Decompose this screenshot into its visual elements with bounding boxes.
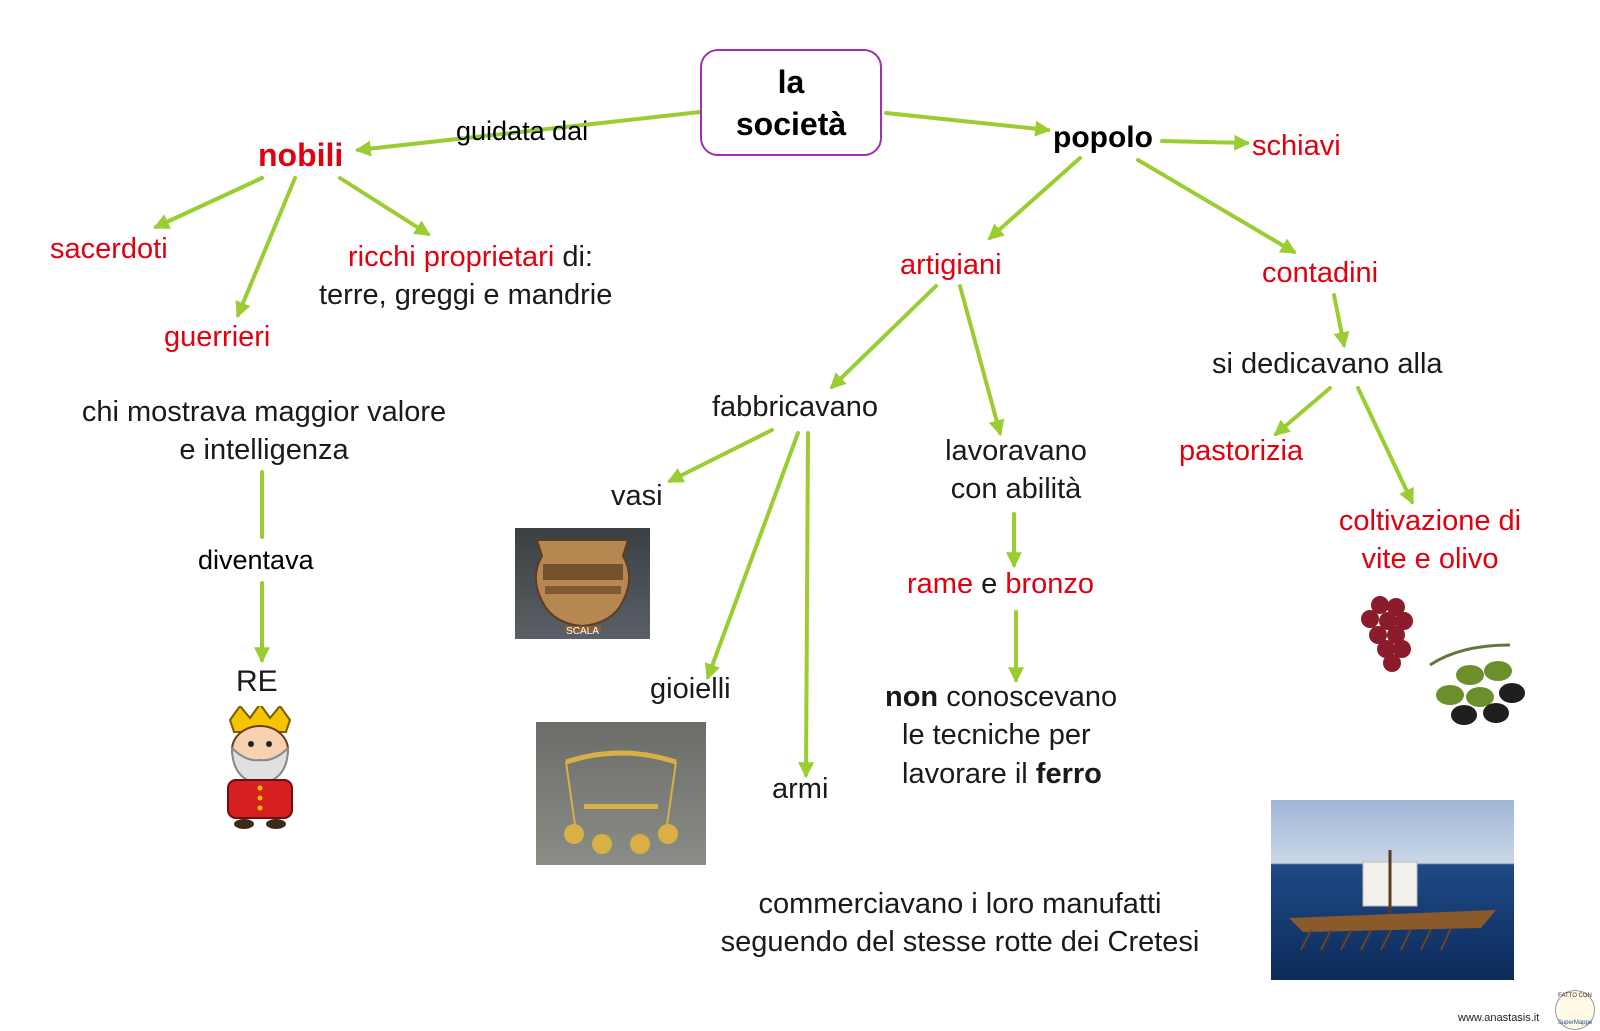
node-chi-line1: chi mostrava maggior valore — [81, 396, 447, 428]
ricchi-di: di: — [554, 241, 593, 273]
root-line1: la — [777, 63, 805, 100]
arrow-root-nobili — [354, 110, 702, 157]
node-dedicavano: si dedicavano alla — [1212, 348, 1443, 380]
grapes-olives-illustration — [1361, 596, 1525, 725]
node-schiavi: schiavi — [1252, 130, 1341, 162]
node-lavoravano-line1: lavoravano — [945, 435, 1087, 467]
rame-label: rame — [907, 568, 974, 600]
node-ricchi-line1: ricchi proprietari di: — [348, 238, 593, 276]
king-illustration — [227, 706, 293, 829]
ship-photo — [1271, 800, 1514, 980]
lavorare-label: lavorare il — [902, 758, 1036, 790]
edge-label-guidata: guidata dai — [456, 116, 589, 146]
vase-caption: SCALA — [566, 626, 599, 637]
vase-photo: SCALA — [515, 528, 650, 639]
node-vasi: vasi — [611, 480, 663, 512]
node-coltivazione-line1: coltivazione di — [1338, 505, 1522, 537]
arrow-contadini-dedicavano — [1332, 293, 1350, 349]
bronzo-label: bronzo — [1005, 568, 1094, 600]
non-label: non — [885, 681, 939, 713]
arrow-popolo-schiavi — [1160, 134, 1251, 151]
root-node: la società — [700, 49, 882, 156]
jewelry-photo — [536, 722, 706, 865]
arrow-artigiani-lavoravano — [958, 284, 1005, 437]
node-non-line1: non conoscevano — [885, 678, 1117, 716]
vase-icon — [535, 539, 630, 632]
e-label: e — [973, 568, 1006, 600]
node-pastorizia: pastorizia — [1179, 435, 1304, 467]
conoscevano-label: conoscevano — [938, 681, 1118, 713]
node-non-line2: le tecniche per — [902, 719, 1091, 751]
arrow-root-popolo — [884, 111, 1052, 137]
arrow-popolo-contadini — [1136, 158, 1297, 254]
node-fabbricavano: fabbricavano — [712, 391, 879, 423]
node-guerrieri: guerrieri — [164, 321, 271, 353]
edge-label-diventava: diventava — [196, 541, 316, 579]
node-re: RE — [236, 665, 278, 698]
node-sacerdoti: sacerdoti — [50, 233, 168, 265]
arrow-fabbricavano-gioielli — [704, 431, 800, 681]
arrow-fabbricavano-armi — [798, 431, 815, 779]
arrow-nobili-sacerdoti — [153, 176, 264, 229]
jewelry-icon — [564, 750, 678, 854]
node-coltivazione-line2: vite e olivo — [1361, 543, 1499, 575]
ferro-label: ferro — [1035, 758, 1102, 790]
logo-top-text: FATTO CON — [1558, 993, 1592, 999]
node-rame-bronzo: rame e bronzo — [907, 565, 1094, 603]
node-armi: armi — [772, 773, 829, 805]
supermappe-logo: FATTO CON SuperMappe — [1555, 990, 1595, 1030]
node-popolo: popolo — [1053, 121, 1153, 154]
node-chi-line2: e intelligenza — [179, 434, 349, 466]
arrow-dedicavano-pastorizia — [1273, 386, 1332, 437]
arrow-nobili-guerrieri — [235, 176, 297, 318]
arrow-artigiani-fabbricavano — [829, 284, 938, 390]
ship-icon — [1289, 850, 1496, 951]
node-gioielli: gioielli — [650, 673, 731, 705]
ricchi-red: ricchi proprietari — [348, 241, 555, 273]
node-nobili: nobili — [258, 137, 344, 173]
arrow-fabbricavano-vasi — [667, 428, 774, 483]
node-artigiani: artigiani — [900, 249, 1002, 281]
node-lavoravano-line2: con abilità — [950, 473, 1082, 505]
footer-url: www.anastasis.it — [1458, 1012, 1540, 1024]
root-line2: società — [735, 105, 847, 142]
node-non-line3: lavorare il ferro — [902, 755, 1102, 793]
node-commerciavano-line2: seguendo del stesse rotte dei Cretesi — [720, 926, 1200, 958]
logo-bottom-text: SuperMappe — [1557, 1020, 1593, 1026]
arrow-popolo-artigiani — [987, 156, 1082, 241]
node-contadini: contadini — [1262, 257, 1379, 289]
node-commerciavano-line1: commerciavano i loro manufatti — [758, 888, 1162, 920]
node-ricchi-line2: terre, greggi e mandrie — [319, 279, 613, 311]
arrow-nobili-ricchi — [338, 176, 431, 236]
arrow-dedicavano-coltivazione — [1356, 386, 1414, 505]
